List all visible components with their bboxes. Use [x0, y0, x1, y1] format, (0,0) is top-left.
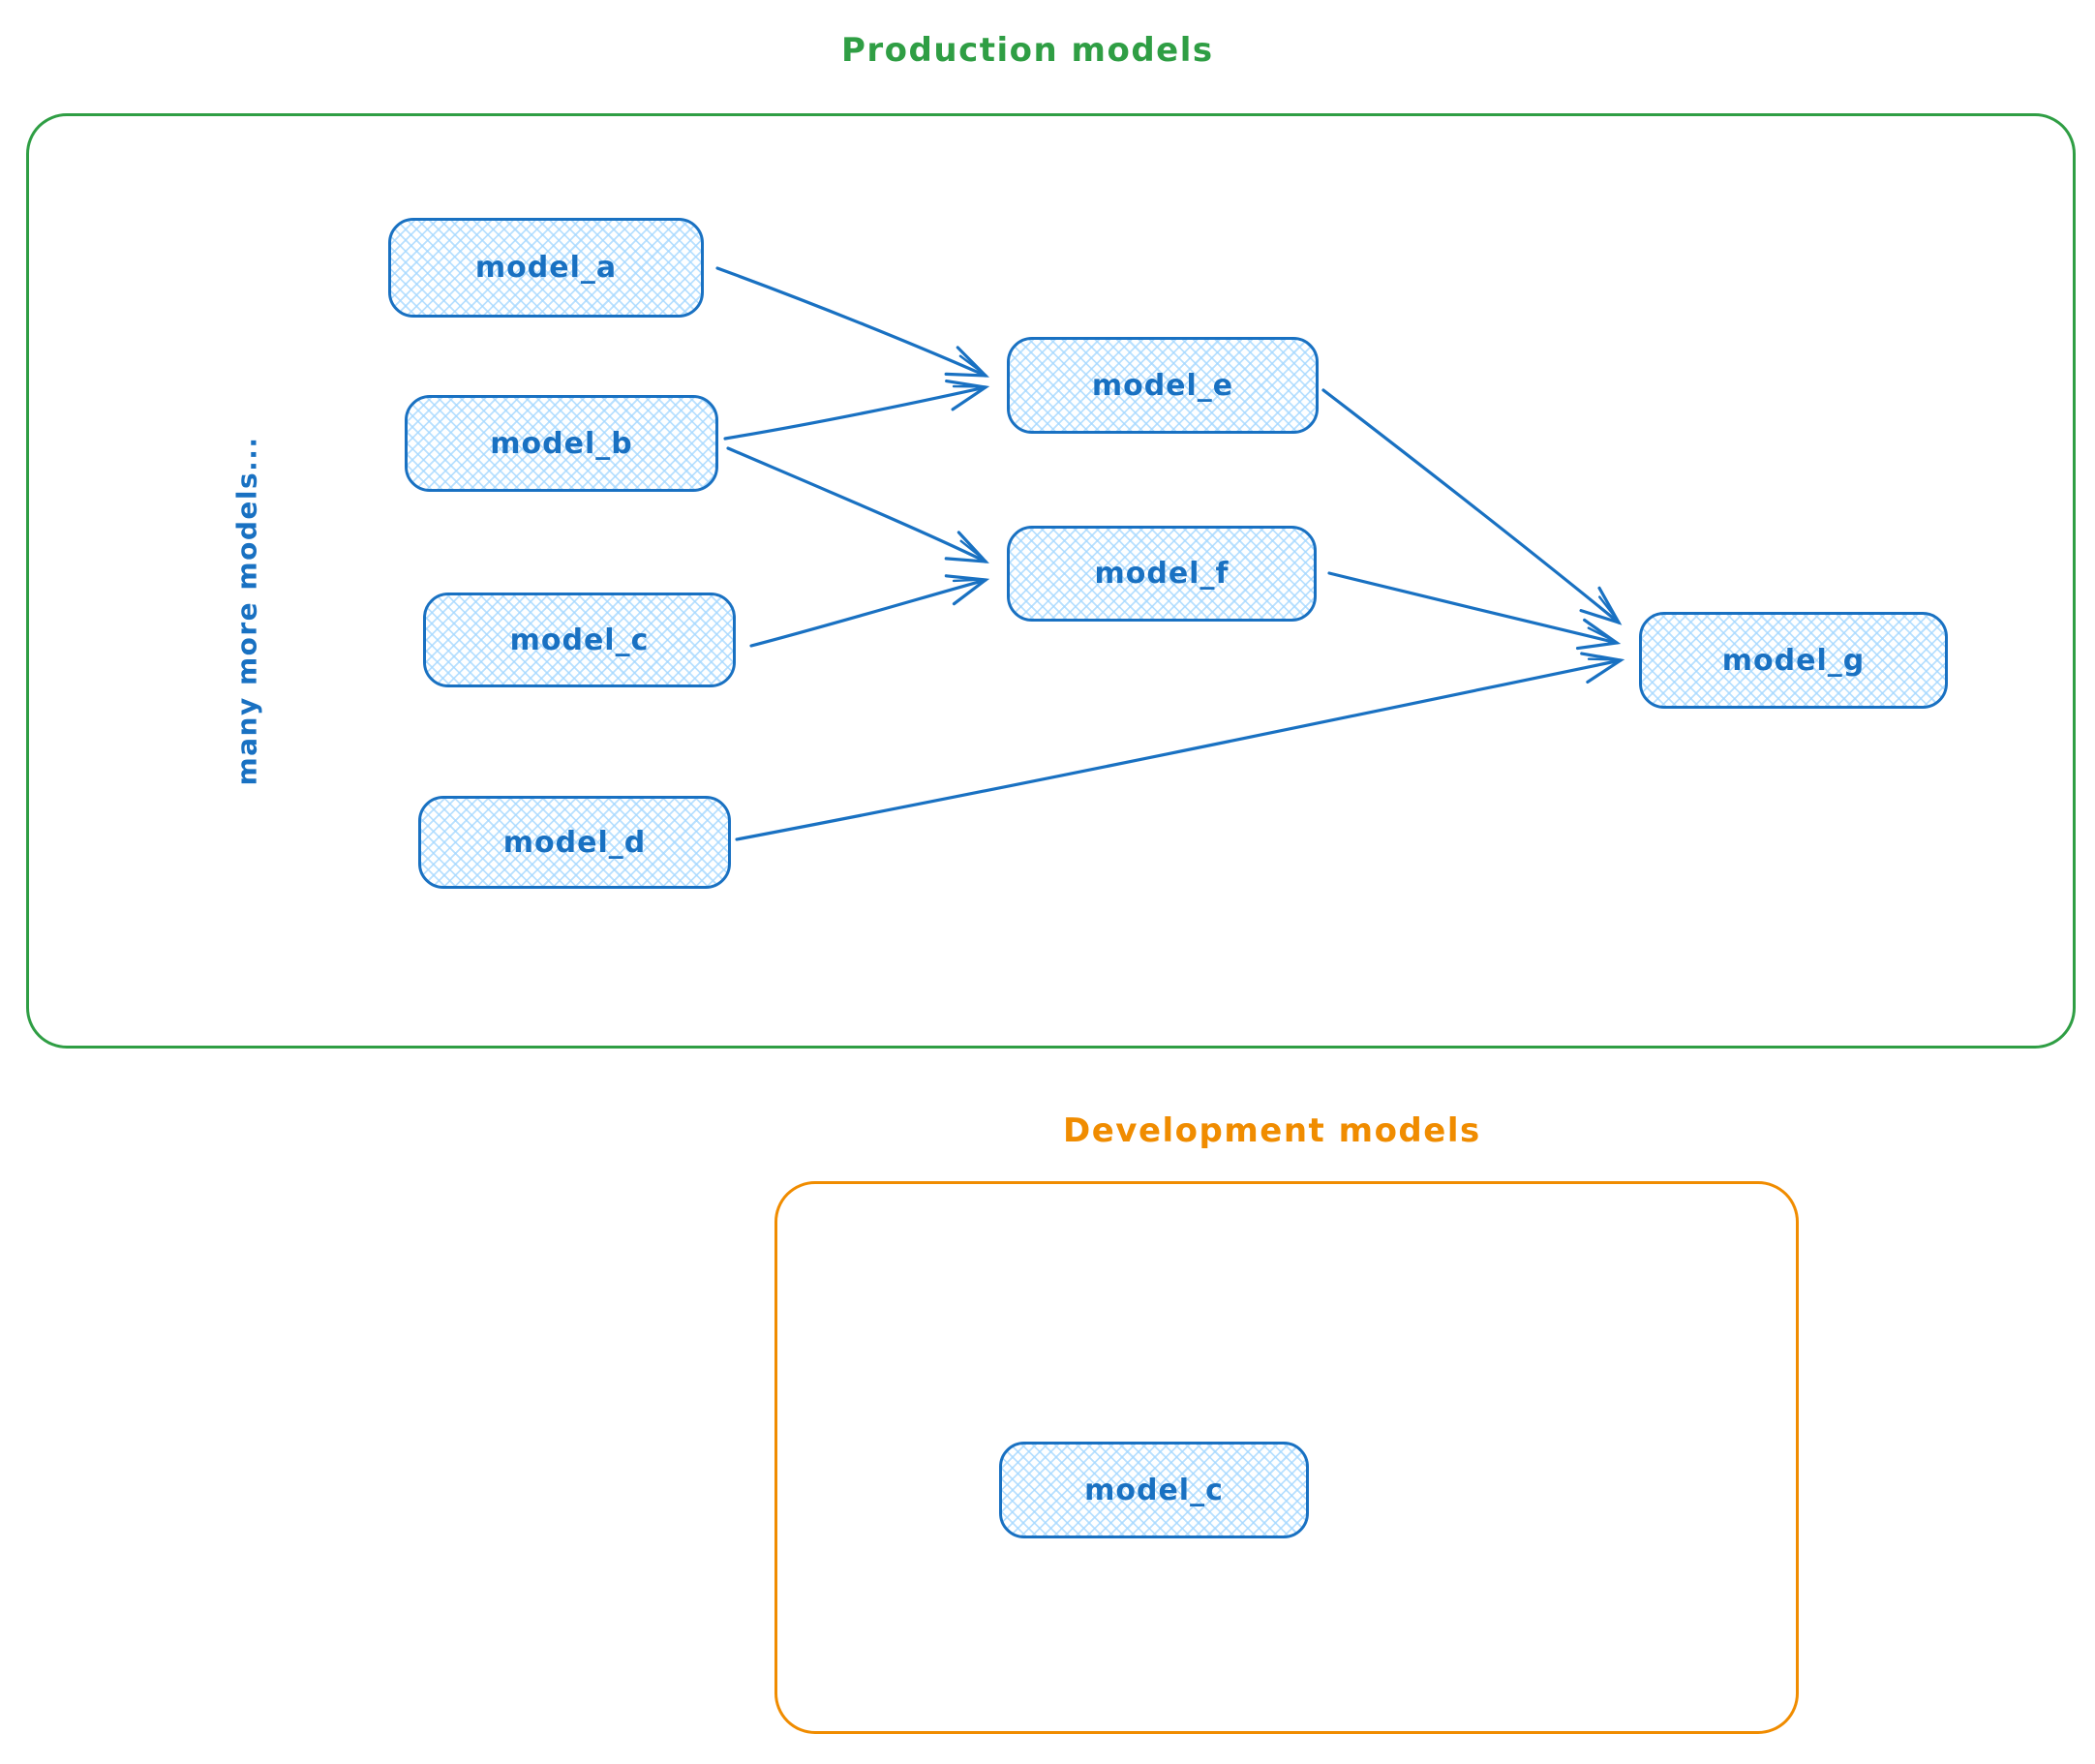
node-label: model_c	[1084, 1473, 1224, 1507]
production-frame	[26, 113, 2076, 1049]
node-label: model_e	[1091, 368, 1234, 403]
many-more-models-note: many more models...	[230, 436, 263, 786]
node-label: model_g	[1721, 643, 1866, 678]
development-title: Development models	[1063, 1111, 1481, 1150]
node-model-a: model_a	[388, 218, 704, 318]
node-label: model_c	[509, 623, 650, 657]
node-label: model_f	[1094, 557, 1230, 591]
node-model-e: model_e	[1007, 337, 1319, 434]
node-model-g: model_g	[1639, 612, 1948, 709]
development-frame	[774, 1181, 1799, 1734]
node-dev-model-c: model_c	[999, 1442, 1309, 1538]
node-model-d: model_d	[418, 796, 731, 889]
node-label: model_a	[474, 251, 618, 285]
node-label: model_b	[490, 426, 633, 461]
node-label: model_d	[502, 825, 647, 860]
node-model-b: model_b	[405, 395, 718, 492]
node-model-c: model_c	[423, 593, 736, 687]
production-title: Production models	[841, 31, 1214, 70]
node-model-f: model_f	[1007, 526, 1317, 622]
